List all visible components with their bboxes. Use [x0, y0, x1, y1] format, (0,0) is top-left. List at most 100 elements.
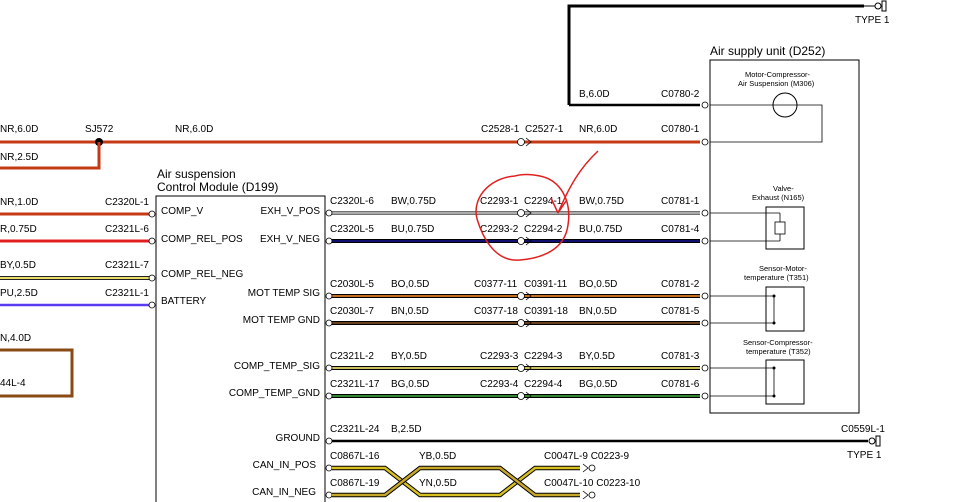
motor-label-1: Motor-Compressor-: [745, 70, 811, 79]
can-neg-end-label: C0047L-10 C0223-10: [544, 478, 641, 489]
can-pos-end-label: C0047L-9 C0223-9: [544, 451, 629, 462]
sig3-wire1: BO,0.5D: [391, 279, 429, 290]
nr60-label-mid: NR,6.0D: [175, 124, 213, 135]
sig5-mod-conn: C2321L-2: [330, 351, 374, 362]
left-conn-label-3: C2321L-7: [105, 260, 149, 271]
valve-label-1: Valve-: [773, 184, 794, 193]
sig1-wire2: BW,0.75D: [579, 196, 624, 207]
pin-comp-temp-sig: COMP_TEMP_SIG: [234, 361, 320, 372]
pin-can-in-pos: CAN_IN_POS: [253, 460, 317, 471]
sig4-wire2: BN,0.5D: [579, 306, 617, 317]
sensor-motor-temp-symbol: [710, 286, 805, 332]
nr25-wire: [0, 142, 101, 170]
pin-mot-temp-sig: MOT TEMP SIG: [248, 288, 320, 299]
sensor-compressor-temp-symbol: [710, 359, 805, 405]
valve-label-2: Exhaust (N165): [752, 193, 805, 202]
sig1-asu-conn: C0781-1: [661, 196, 700, 207]
module-title-1: Air suspension: [157, 167, 236, 181]
c0780-1-label: C0780-1: [661, 124, 700, 135]
left-conn-label-4: C2321L-1: [105, 288, 149, 299]
c2527-label: C2527-1: [525, 124, 564, 135]
pin-battery: BATTERY: [161, 296, 207, 307]
sig2-c1: C2293-2: [480, 224, 519, 235]
brown-wire: [0, 348, 74, 398]
sig4-wire1: BN,0.5D: [391, 306, 429, 317]
pin-comp-rel-neg: COMP_REL_NEG: [161, 269, 243, 280]
inline-connectors: [517, 208, 532, 401]
ground-wire-label: B,2.5D: [391, 424, 422, 435]
sig5-wire1: BY,0.5D: [391, 351, 427, 362]
sig3-c1: C0377-11: [474, 279, 518, 290]
sig3-asu-conn: C0781-2: [661, 279, 700, 290]
left-conn-label-2: C2321L-6: [105, 224, 149, 235]
sig3-mod-conn: C2030L-5: [330, 279, 374, 290]
left-wire-label-2: R,0.75D: [0, 224, 37, 235]
sig2-wire2: BU,0.75D: [579, 224, 622, 235]
pin-comp-rel-pos: COMP_REL_POS: [161, 234, 243, 245]
sig5-c1: C2293-3: [480, 351, 519, 362]
sig5-wire2: BY,0.5D: [579, 351, 615, 362]
can-pos-conn-label: C0867L-16: [330, 451, 380, 462]
sig2-mod-conn: C2320L-5: [330, 224, 374, 235]
sig1-c2: C2294-1: [524, 196, 563, 207]
smt-label-1: Sensor-Motor-: [759, 264, 807, 273]
main-supply-circuit: SJ572 NR,6.0D NR,6.0D NR,2.5D C2528-1 C2…: [0, 124, 700, 170]
sct-label-1: Sensor-Compressor-: [743, 338, 813, 347]
ground-conn-label: C2321L-24: [330, 424, 380, 435]
can-pos-wire: [332, 465, 580, 498]
left-wire-label-1: NR,1.0D: [0, 197, 38, 208]
sig6-asu-conn: C0781-6: [661, 379, 700, 390]
sig6-wire1: BG,0.5D: [391, 379, 429, 390]
ground-end-conn-label: C0559L-1: [841, 424, 885, 435]
can-neg-wire-label: YN,0.5D: [419, 478, 457, 489]
type1-ground-symbol-bottom: [868, 435, 881, 447]
pin-ground: GROUND: [276, 433, 320, 444]
nr60-label-left: NR,6.0D: [0, 124, 38, 135]
sig2-wire1: BU,0.75D: [391, 224, 434, 235]
sig2-c2: C2294-2: [524, 224, 563, 235]
can-bus: C0867L-16 YB,0.5D C0047L-9 C0223-9 C0867…: [330, 451, 641, 500]
left-conn-label-1: C2320L-1: [105, 197, 149, 208]
asu-box: [709, 59, 860, 414]
type1-label-top: TYPE 1: [855, 15, 890, 26]
module-title-2: Control Module (D199): [157, 180, 278, 194]
sig4-asu-conn: C0781-5: [661, 306, 700, 317]
sig6-wire2: BG,0.5D: [579, 379, 617, 390]
c2528-label: C2528-1: [481, 124, 520, 135]
pin-can-in-neg: CAN_IN_NEG: [252, 487, 316, 498]
sig5-asu-conn: C0781-3: [661, 351, 700, 362]
n40-label: N,4.0D: [0, 333, 31, 344]
type1-ground-symbol-top: [864, 0, 887, 12]
pin-exh-v-pos: EXH_V_POS: [261, 206, 321, 217]
top-ground-circuit: TYPE 1 B,6.0D C0780-2: [567, 0, 890, 107]
c2528-connector: [517, 137, 532, 147]
sig3-c2: C0391-11: [524, 279, 568, 290]
pin-exh-v-neg: EXH_V_NEG: [260, 234, 320, 245]
can-neg-wire: [332, 465, 580, 498]
ground-circuit: C2321L-24 B,2.5D C0559L-1 TYPE 1: [330, 424, 885, 461]
sig3-wire2: BO,0.5D: [579, 279, 617, 290]
red-annotation: [475, 150, 599, 261]
can-neg-conn-label: C0867L-19: [330, 478, 380, 489]
left-wire-label-4: PU,2.5D: [0, 288, 38, 299]
c0780-2-label: C0780-2: [661, 89, 700, 100]
sig4-mod-conn: C2030L-7: [330, 306, 374, 317]
asu-entry-pins: [701, 101, 709, 400]
air-supply-unit: Air supply unit (D252) Motor-Compressor-…: [709, 44, 860, 414]
motor-label-2: Air Suspension (M306): [738, 79, 815, 88]
sig1-c1: C2293-1: [480, 196, 519, 207]
nr25-label: NR,2.5D: [0, 152, 38, 163]
signal-wires: C2320L-6 BW,0.75D C2293-1 C2294-1 BW,0.7…: [325, 101, 709, 499]
pin-mot-temp-gnd: MOT TEMP GND: [243, 315, 320, 326]
valve-exhaust-symbol: [710, 206, 805, 250]
sig1-mod-conn: C2320L-6: [330, 196, 374, 207]
sig1-wire1: BW,0.75D: [391, 196, 436, 207]
smt-label-2: temperature (T351): [744, 273, 809, 282]
type1-label-bottom: TYPE 1: [847, 450, 882, 461]
top-ground-wire: [567, 4, 864, 105]
sig4-c2: C0391-18: [524, 306, 568, 317]
nr60-label-right: NR,6.0D: [579, 124, 617, 135]
sig4-c1: C0377-18: [474, 306, 518, 317]
sct-label-2: temperature (T352): [746, 347, 811, 356]
